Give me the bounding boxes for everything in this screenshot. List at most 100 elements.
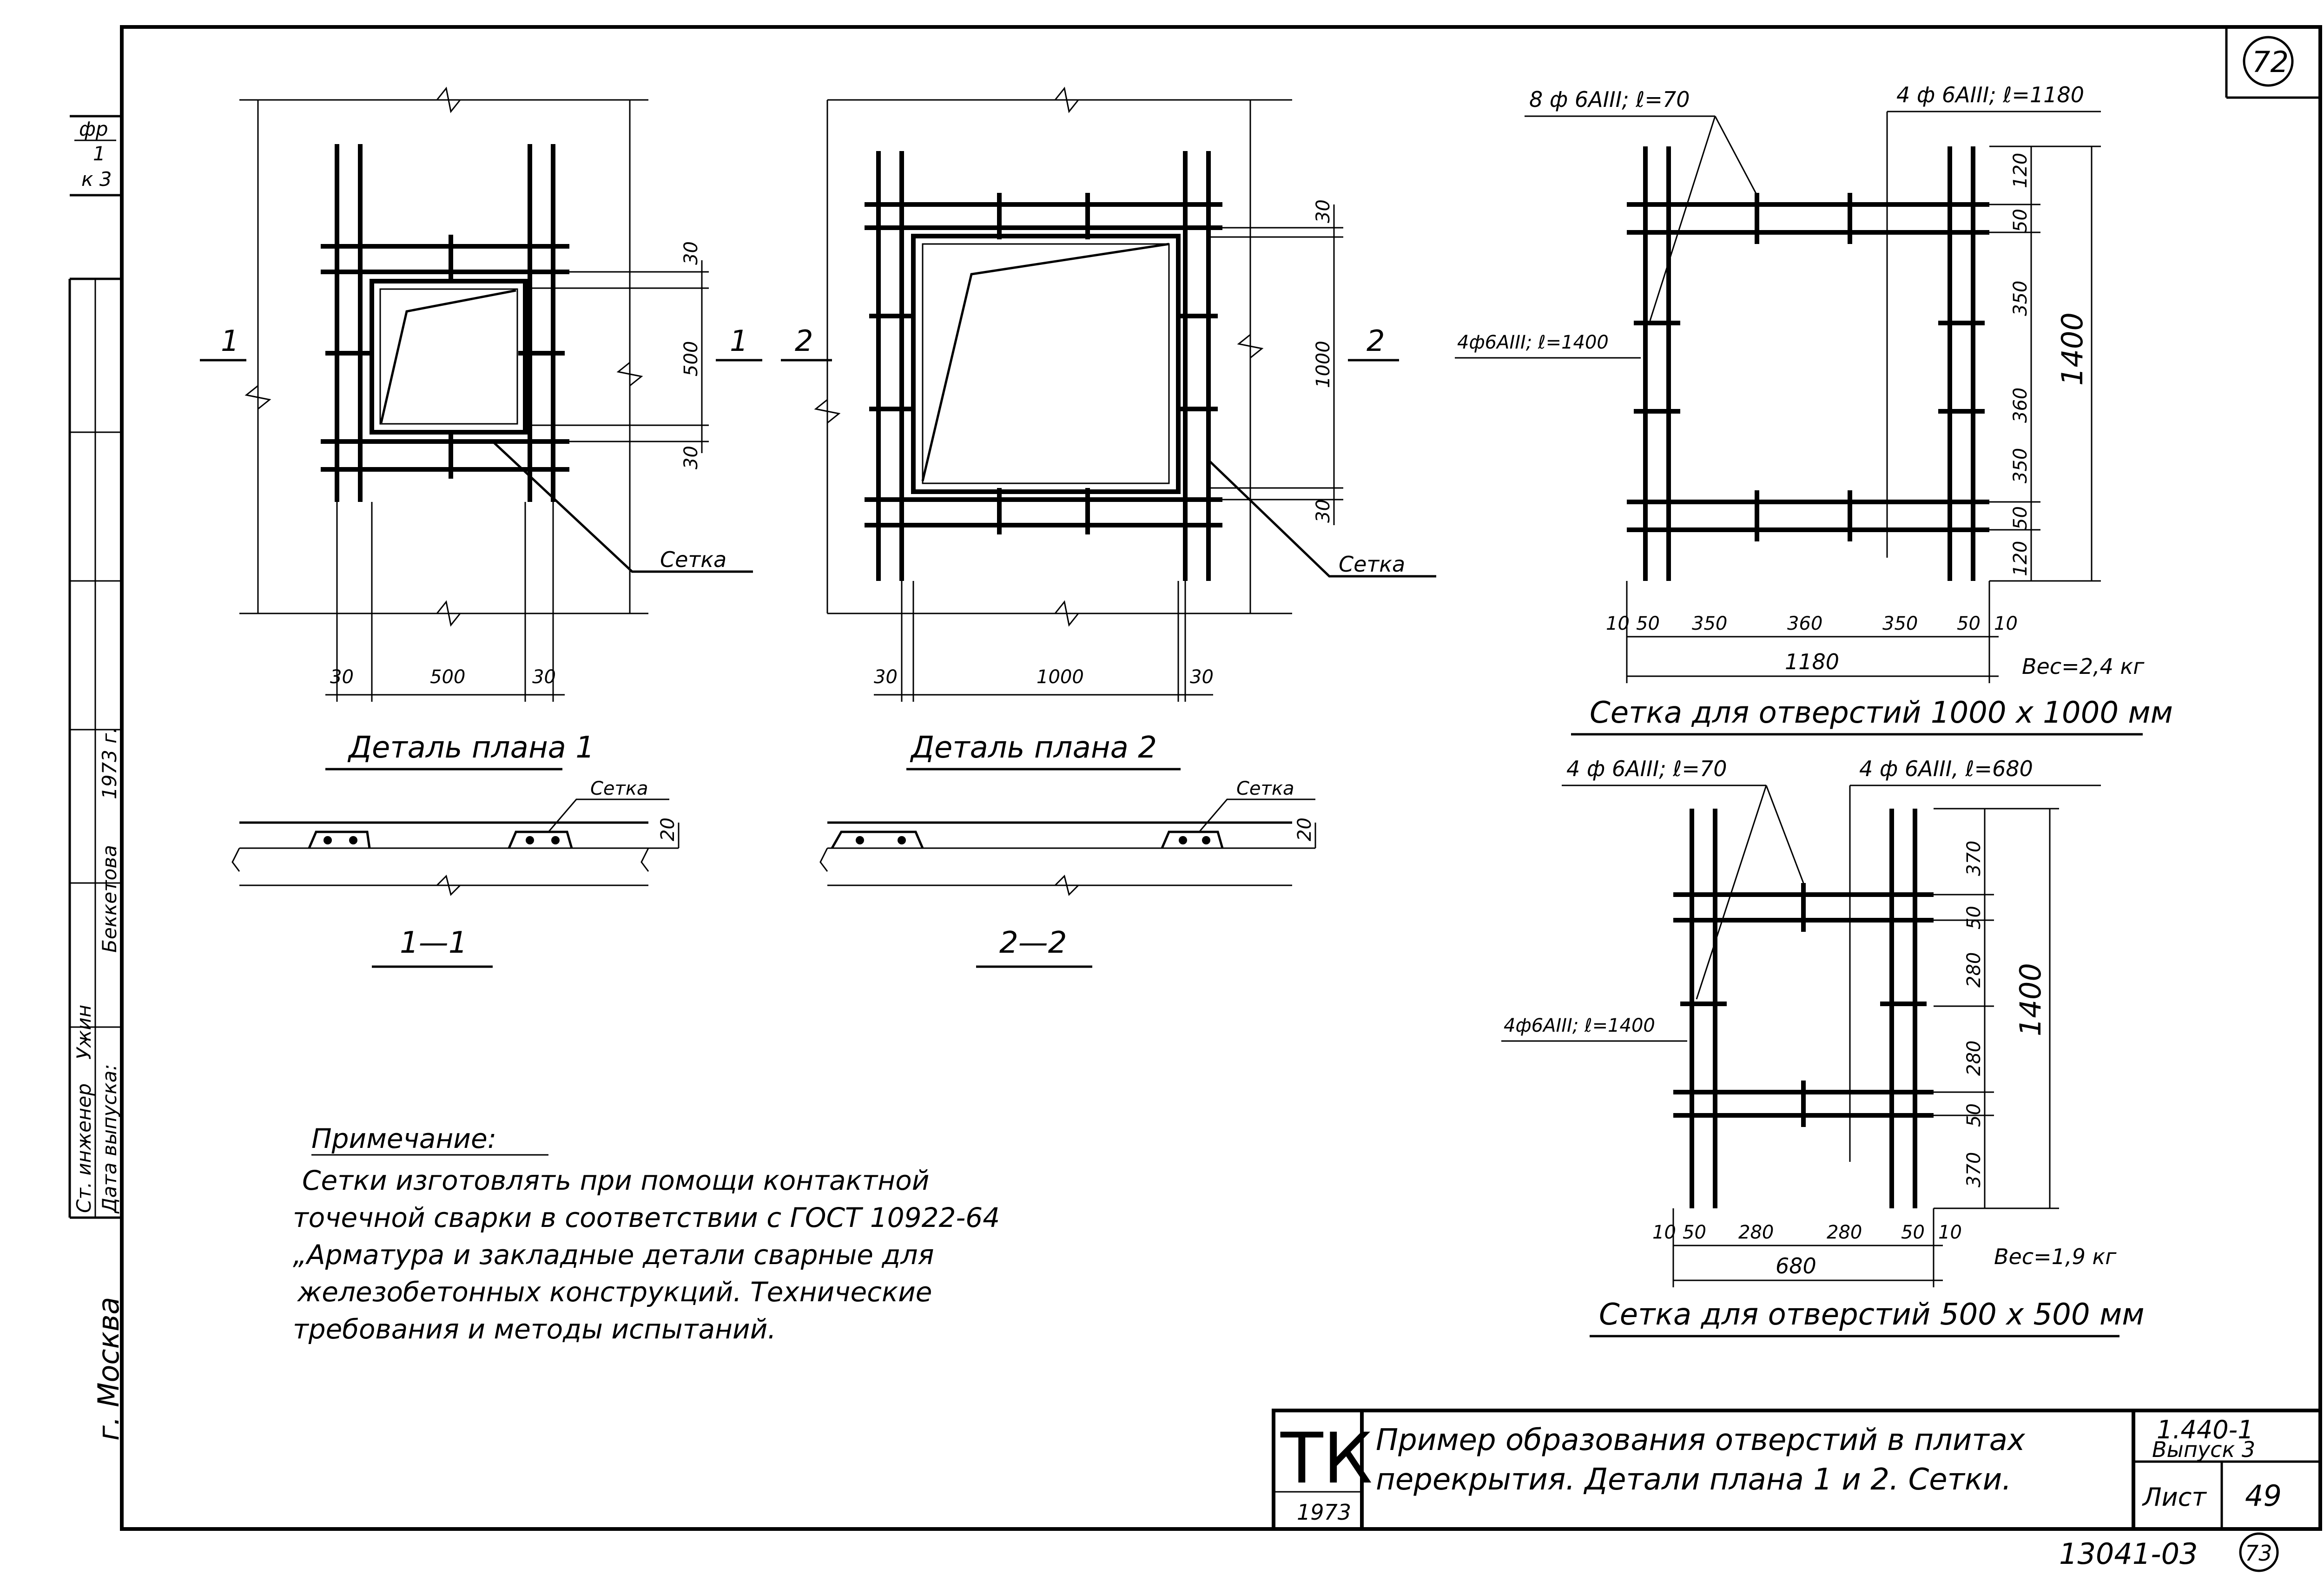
sheet-number-bottom: 73: [2245, 1541, 2272, 1566]
m500-hdim-0: 10: [1652, 1222, 1676, 1243]
d1-section-dim: 20: [657, 817, 679, 841]
d2-dim-right-gap: 30: [1190, 666, 1214, 688]
m1000-label-short-bars: 8 ф 6АIII; ℓ=70: [1529, 87, 1690, 112]
m1000-vdim-1: 50: [2010, 209, 2031, 232]
side-code-1: фр: [79, 118, 108, 140]
m1000-hdim-1: 50: [1636, 613, 1660, 634]
title-sheet-value: 49: [2245, 1479, 2282, 1513]
m1000-title: Сетка для отверстий 1000 x 1000 мм: [1590, 696, 2173, 730]
d1-dim-left-gap: 30: [330, 666, 354, 688]
d2-dim-top-gap: 30: [1313, 199, 1334, 223]
d2-dim-bottom-opening: 1000: [1037, 666, 1084, 688]
m1000-hdim-2: 350: [1692, 613, 1727, 634]
m500-vdim-2: 280: [1963, 952, 1985, 988]
m1000-vdim-2: 350: [2010, 281, 2031, 316]
side-code-3: к 3: [81, 168, 112, 191]
m500-vdim-1: 50: [1963, 906, 1985, 929]
d2-dim-opening: 1000: [1313, 341, 1334, 388]
m1000-vdim-3: 360: [2010, 388, 2031, 423]
sheet-number-top: 72: [2252, 45, 2289, 79]
d2-dim-bottom-gap: 30: [1313, 499, 1334, 523]
m500-vertical-total: 1400: [2014, 963, 2047, 1036]
d1-dim-top-gap: 30: [680, 241, 702, 265]
note-line-1: Сетки изготовлять при помощи контактной: [302, 1165, 929, 1196]
side-date-value: 1973 г.: [98, 727, 121, 799]
d1-mesh-label: Сетка: [660, 547, 726, 572]
m500-hdim-1: 50: [1683, 1222, 1706, 1243]
detail-plan-2: 30 1000 30 2 2 Сетка 30 1000 30 Деталь п…: [781, 86, 1436, 968]
m500-vdim-5: 370: [1963, 1152, 1985, 1187]
d2-section-mark-right: 2: [1367, 324, 1385, 358]
d1-title: Деталь плана 1: [347, 731, 594, 765]
d1-section-mark-left: 1: [221, 324, 239, 358]
m500-label-long-bars: 4 ф 6АIII, ℓ=680: [1859, 756, 2033, 781]
m500-vdim-0: 370: [1963, 841, 1985, 876]
d2-title: Деталь плана 2: [910, 731, 1157, 765]
note-line-5: требования и методы испытаний.: [293, 1313, 776, 1345]
sheet-frame: [120, 25, 2322, 1531]
d2-section-dim: 20: [1294, 817, 1315, 841]
m500-horizontal-total: 680: [1776, 1253, 1816, 1278]
m1000-label-vertical-bars: 4ф6АIII; ℓ=1400: [1457, 332, 1609, 353]
note-heading: Примечание:: [311, 1123, 496, 1154]
mesh-1000-drawing: 8 ф 6АIII; ℓ=70 4 ф 6АIII; ℓ=1180 4ф6АII…: [1455, 82, 2173, 736]
d1-dim-bottom-gap: 30: [680, 446, 702, 469]
side-code-2: 1: [93, 142, 106, 165]
m500-vdim-4: 50: [1963, 1103, 1985, 1127]
m500-hdim-5: 10: [1938, 1222, 1962, 1243]
note-line-2: точечной сварки в соответствии с ГОСТ 10…: [293, 1202, 1000, 1233]
side-engineer-label: Ст. инженер: [73, 1083, 95, 1213]
mesh-500-drawing: 4 ф 6АIII; ℓ=70 4 ф 6АIII, ℓ=680 4ф6АIII…: [1501, 756, 2145, 1338]
m1000-vdim-5: 50: [2010, 506, 2031, 530]
d1-section-mark-right: 1: [730, 324, 748, 358]
detail-plan-1: 30 500 30 1 1 Сетка 30 500 30 Деталь пла…: [200, 86, 762, 968]
m1000-hdim-3: 360: [1787, 613, 1822, 634]
m500-vdim-3: 280: [1963, 1041, 1985, 1076]
m1000-hdim-4: 350: [1882, 613, 1918, 634]
m1000-vertical-total: 1400: [2055, 312, 2089, 386]
sheet-number-circle: [2243, 36, 2294, 87]
m500-hdim-2: 280: [1738, 1222, 1774, 1243]
d2-dim-left-gap: 30: [874, 666, 898, 688]
side-engineer-signature: Ужин: [73, 1005, 95, 1060]
title-logo-year: 1973: [1297, 1500, 1351, 1525]
note-line-4: железобетонных конструкций. Технические: [297, 1276, 932, 1308]
title-issue: Выпуск 3: [2152, 1437, 2255, 1462]
title-sheet-label: Лист: [2142, 1483, 2207, 1512]
m500-weight: Вес=1,9 кг: [1994, 1244, 2117, 1269]
m1000-horizontal-total: 1180: [1785, 649, 1839, 674]
d1-dim-bottom-opening: 500: [430, 666, 465, 688]
m500-label-short-bars: 4 ф 6АIII; ℓ=70: [1566, 756, 1727, 781]
note-block: Примечание: Сетки изготовлять при помощи…: [293, 1123, 1000, 1345]
m1000-weight: Вес=2,4 кг: [2022, 654, 2145, 679]
d2-section-title: 2—2: [999, 926, 1067, 960]
m1000-vdim-6: 120: [2010, 541, 2031, 576]
m500-label-vertical-bars: 4ф6АIII; ℓ=1400: [1504, 1015, 1655, 1036]
title-series: 1.440-1: [2157, 1415, 2253, 1444]
d1-section-mesh-label: Сетка: [590, 778, 648, 799]
m500-hdim-3: 280: [1827, 1222, 1862, 1243]
m500-title: Сетка для отверстий 500 x 500 мм: [1599, 1298, 2145, 1332]
side-engineer-name: Беккетова: [98, 845, 121, 953]
sheet-number-bottom-circle: [2239, 1532, 2279, 1572]
title-block: ТК 1973 Пример образования отверстий в п…: [1272, 1409, 2322, 1531]
m1000-label-long-bars: 4 ф 6АIII; ℓ=1180: [1896, 82, 2084, 107]
d2-section-mark-left: 2: [795, 324, 813, 358]
m1000-vdim-0: 120: [2010, 153, 2031, 188]
m500-hdim-4: 50: [1901, 1222, 1925, 1243]
archive-code: 13041-03: [2059, 1537, 2198, 1571]
m1000-hdim-0: 10: [1606, 613, 1630, 634]
side-city: г. Москва: [92, 1297, 125, 1441]
title-logo: ТК: [1280, 1418, 1373, 1499]
title-description-1: Пример образования отверстий в плитах: [1376, 1423, 2026, 1457]
d1-dim-right-gap: 30: [532, 666, 556, 688]
d2-section-mesh-label: Сетка: [1236, 778, 1294, 799]
m1000-hdim-6: 10: [1994, 613, 2018, 634]
m1000-hdim-5: 50: [1957, 613, 1981, 634]
note-line-3: „Арматура и закладные детали сварные для: [293, 1239, 934, 1271]
d1-dim-opening: 500: [680, 341, 702, 376]
d2-mesh-label: Сетка: [1339, 552, 1405, 577]
title-description-2: перекрытия. Детали плана 1 и 2. Сетки.: [1376, 1463, 2012, 1497]
side-date-label: Дата выпуска:: [98, 1064, 121, 1214]
